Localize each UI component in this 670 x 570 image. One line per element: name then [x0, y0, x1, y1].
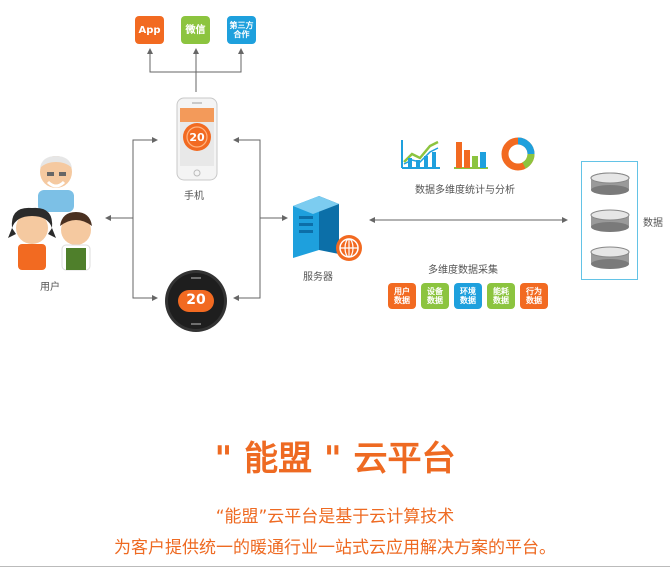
phone-label: 手机 — [184, 191, 204, 202]
phone-temperature: 20 — [189, 131, 205, 144]
thermostat-icon — [165, 270, 227, 332]
users-icon — [8, 156, 92, 271]
environment-data-tag: 环境 数据 — [454, 283, 482, 309]
database-box — [581, 161, 638, 280]
analytics-label: 数据多维度统计与分析 — [415, 185, 515, 196]
description-line-1: “能盟”云平台是基于云计算技术 — [215, 507, 455, 527]
collection-label: 多维度数据采集 — [428, 265, 498, 276]
energy-data-tag: 能耗 数据 — [487, 283, 515, 309]
bottom-divider — [0, 566, 670, 567]
bar-chart-icon — [454, 142, 488, 169]
users-label: 用户 — [40, 282, 60, 293]
page-title: " 能盟 " 云平台 — [214, 439, 456, 479]
behavior-data-tag: 行为 数据 — [520, 283, 548, 309]
pie-chart-icon — [501, 137, 535, 171]
app-channel-tag: App — [135, 16, 164, 44]
server-icon — [293, 196, 362, 261]
database-disk-icon — [590, 246, 630, 269]
database-label: 数据 — [643, 218, 663, 229]
wechat-channel-tag: 微信 — [181, 16, 210, 44]
database-disk-icon — [590, 172, 630, 195]
third-party-channel-tag: 第三方 合作 — [227, 16, 256, 44]
line-chart-icon — [401, 140, 440, 169]
user-data-tag: 用户 数据 — [388, 283, 416, 309]
server-label: 服务器 — [303, 272, 333, 283]
database-disk-icon — [590, 209, 630, 232]
phone-icon — [176, 97, 218, 181]
thermostat-temperature: 20 — [186, 292, 206, 308]
device-data-tag: 设备 数据 — [421, 283, 449, 309]
description-line-2: 为客户提供统一的暖通行业一站式云应用解决方案的平台。 — [114, 538, 556, 558]
